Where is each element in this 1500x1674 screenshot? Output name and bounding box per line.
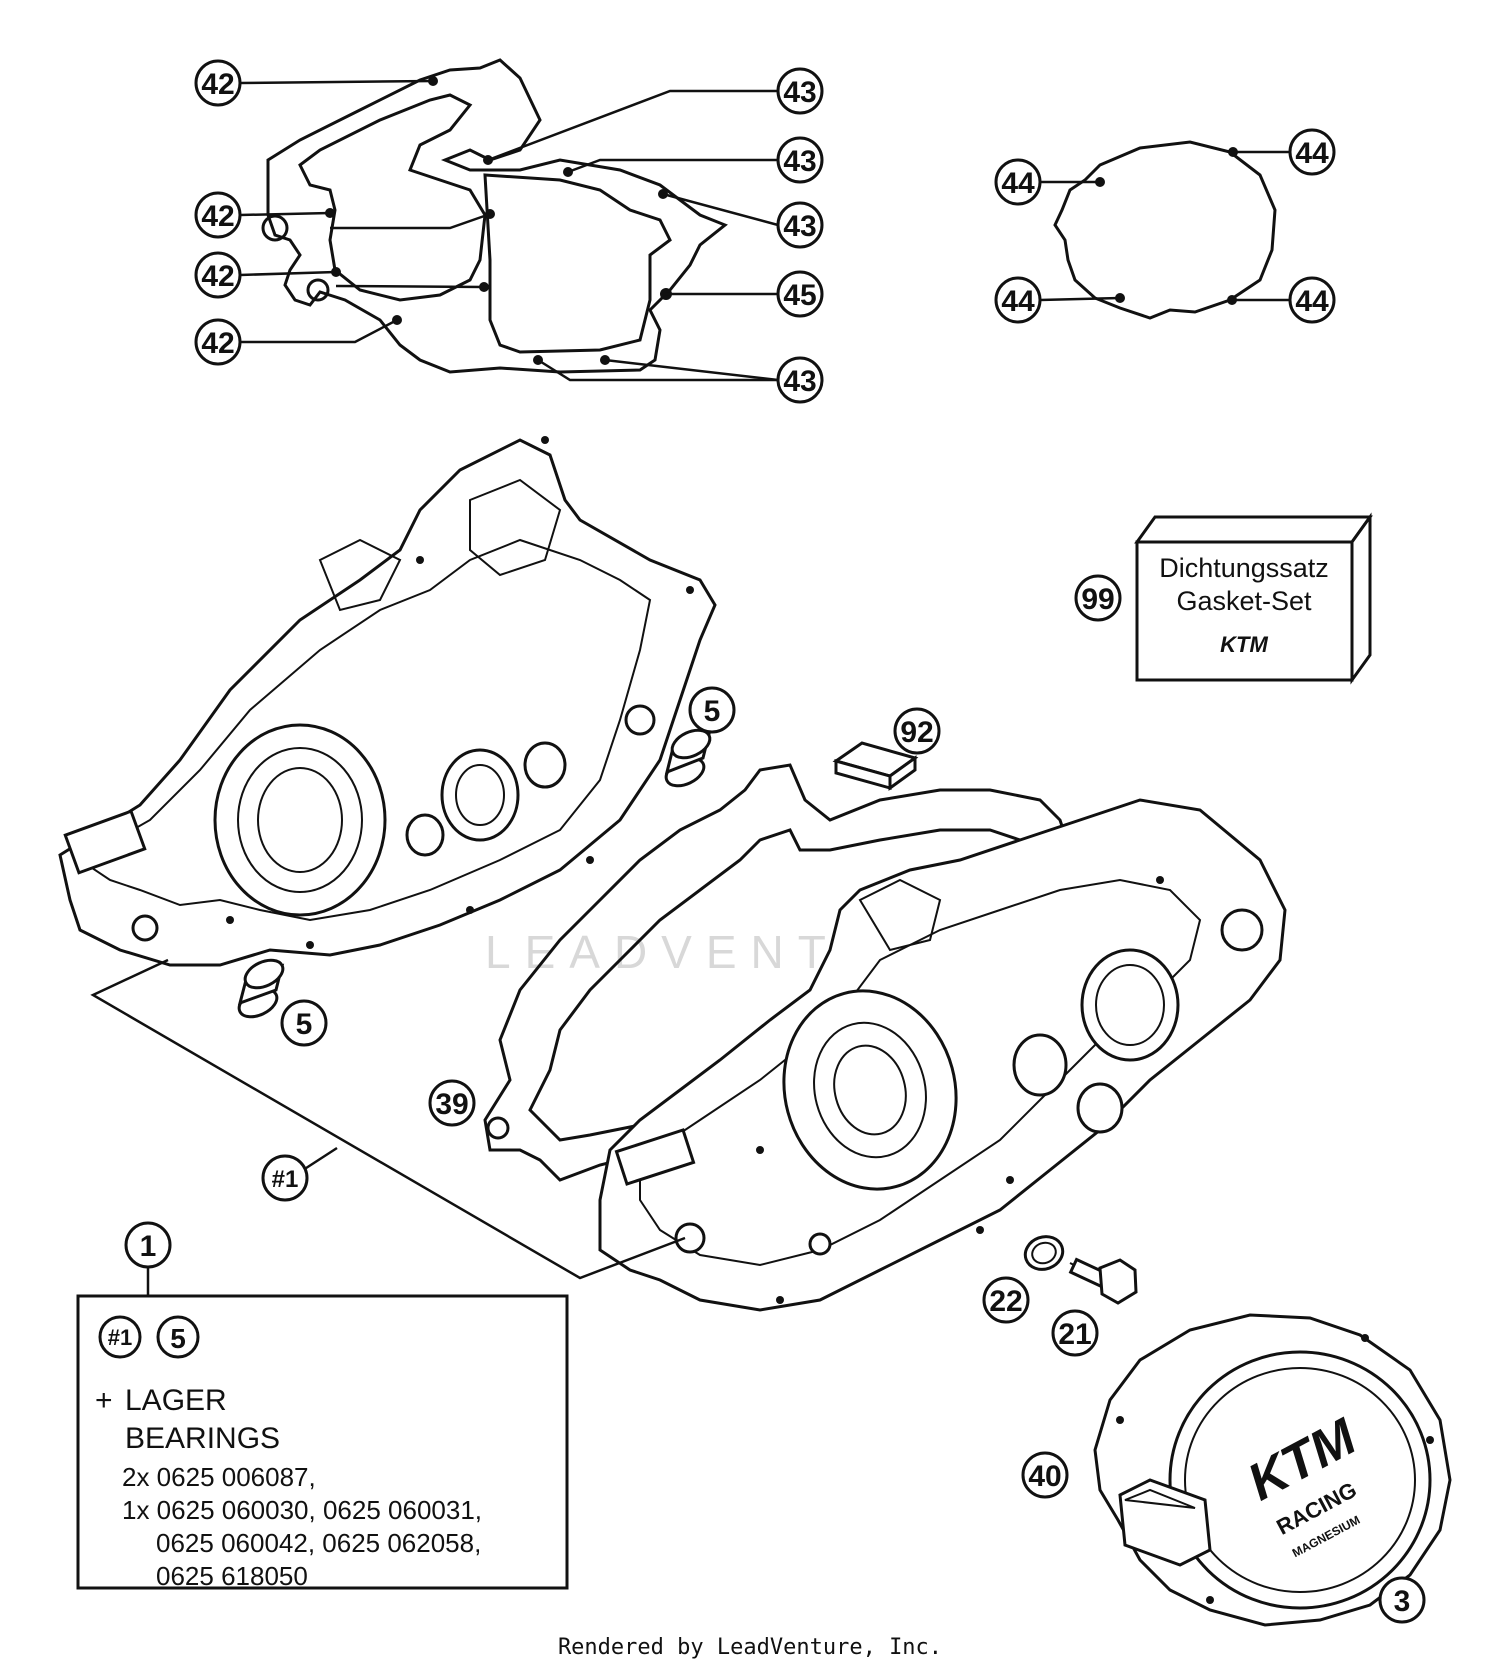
svg-text:43: 43 bbox=[783, 76, 816, 109]
bearing-right bbox=[664, 728, 712, 788]
svg-text:Gasket-Set: Gasket-Set bbox=[1176, 586, 1312, 616]
callout-42-b: 42 bbox=[194, 191, 242, 239]
callout-44-a: 44 bbox=[994, 158, 1042, 206]
svg-text:42: 42 bbox=[201, 200, 234, 233]
ignition-cover-gasket bbox=[1039, 140, 1290, 320]
footer-credit: Rendered by LeadVenture, Inc. bbox=[557, 1635, 943, 1660]
drain-plug-21 bbox=[1068, 1257, 1138, 1305]
callout-5-a: 5 bbox=[280, 999, 328, 1047]
svg-text:40: 40 bbox=[1028, 1460, 1061, 1493]
svg-text:Dichtungssatz: Dichtungssatz bbox=[1159, 553, 1329, 583]
svg-text:99: 99 bbox=[1081, 583, 1114, 616]
right-crankcase-half bbox=[598, 798, 1287, 1312]
svg-text:3: 3 bbox=[1394, 1585, 1411, 1618]
bearing-kit-box: #1 5 + LAGER BEARINGS 2x 0625 006087, 1x… bbox=[76, 1294, 569, 1591]
svg-text:44: 44 bbox=[1295, 137, 1329, 170]
svg-text:BEARINGS: BEARINGS bbox=[125, 1422, 280, 1455]
callout-42-a: 42 bbox=[194, 59, 242, 107]
svg-text:KTM: KTM bbox=[1220, 632, 1268, 657]
svg-text:42: 42 bbox=[201, 327, 234, 360]
svg-text:43: 43 bbox=[783, 145, 816, 178]
callout-22: 22 bbox=[982, 1276, 1030, 1324]
sealing-ring-22 bbox=[1023, 1235, 1065, 1271]
callout-92: 92 bbox=[893, 707, 941, 755]
callout-42-d: 42 bbox=[194, 318, 242, 366]
svg-text:5: 5 bbox=[170, 1323, 186, 1354]
callout-43-c: 43 bbox=[776, 201, 824, 249]
svg-text:#1: #1 bbox=[108, 1325, 132, 1350]
callout-43-b: 43 bbox=[776, 136, 824, 184]
callout-hash-1: #1 bbox=[261, 1154, 309, 1202]
svg-text:43: 43 bbox=[783, 210, 816, 243]
svg-text:44: 44 bbox=[1001, 167, 1035, 200]
callout-39: 39 bbox=[428, 1079, 476, 1127]
svg-text:39: 39 bbox=[435, 1088, 468, 1121]
assembly-bracket bbox=[90, 958, 686, 1280]
callout-43-a: 43 bbox=[776, 67, 824, 115]
part-92-pad bbox=[832, 741, 919, 791]
svg-text:42: 42 bbox=[201, 260, 234, 293]
svg-text:LAGER: LAGER bbox=[125, 1384, 227, 1417]
callout-43-d: 43 bbox=[776, 356, 824, 404]
callout-99: 99 bbox=[1074, 574, 1122, 622]
svg-text:2x 0625 006087,: 2x 0625 006087, bbox=[122, 1462, 316, 1492]
callout-42-c: 42 bbox=[194, 251, 242, 299]
svg-text:43: 43 bbox=[783, 365, 816, 398]
crankcase-gasket bbox=[261, 58, 728, 374]
svg-text:#1: #1 bbox=[272, 1166, 299, 1193]
callout-21: 21 bbox=[1051, 1309, 1099, 1357]
svg-text:45: 45 bbox=[783, 279, 816, 312]
callout-44-d: 44 bbox=[1288, 276, 1336, 324]
callout-40: 40 bbox=[1021, 1451, 1069, 1499]
callout-44-c: 44 bbox=[994, 276, 1042, 324]
svg-text:92: 92 bbox=[900, 716, 933, 749]
svg-text:44: 44 bbox=[1295, 285, 1329, 318]
svg-text:+: + bbox=[95, 1384, 113, 1417]
bearing-left bbox=[237, 958, 285, 1019]
callout-1: 1 bbox=[124, 1221, 172, 1269]
svg-text:1x 0625 060030, 0625 060031,: 1x 0625 060030, 0625 060031, bbox=[122, 1495, 482, 1525]
left-crankcase-half bbox=[58, 436, 717, 967]
callout-45: 45 bbox=[776, 270, 824, 318]
svg-text:5: 5 bbox=[704, 695, 721, 728]
svg-text:5: 5 bbox=[296, 1008, 313, 1041]
gasket-leader-lines bbox=[239, 79, 779, 382]
svg-text:44: 44 bbox=[1001, 285, 1035, 318]
callout-5-b: 5 bbox=[688, 686, 736, 734]
svg-text:22: 22 bbox=[989, 1285, 1022, 1318]
gasket-set-box: Dichtungssatz Gasket-Set KTM bbox=[1134, 512, 1373, 685]
callout-44-b: 44 bbox=[1288, 128, 1336, 176]
svg-text:0625 618050: 0625 618050 bbox=[156, 1561, 308, 1591]
svg-text:21: 21 bbox=[1058, 1318, 1091, 1351]
callout-3: 3 bbox=[1378, 1576, 1426, 1624]
svg-text:1: 1 bbox=[140, 1230, 157, 1263]
ignition-cover: KTM RACING MAGNESIUM bbox=[1093, 1313, 1452, 1627]
svg-text:42: 42 bbox=[201, 68, 234, 101]
svg-text:0625 060042, 0625 062058,: 0625 060042, 0625 062058, bbox=[156, 1528, 481, 1558]
